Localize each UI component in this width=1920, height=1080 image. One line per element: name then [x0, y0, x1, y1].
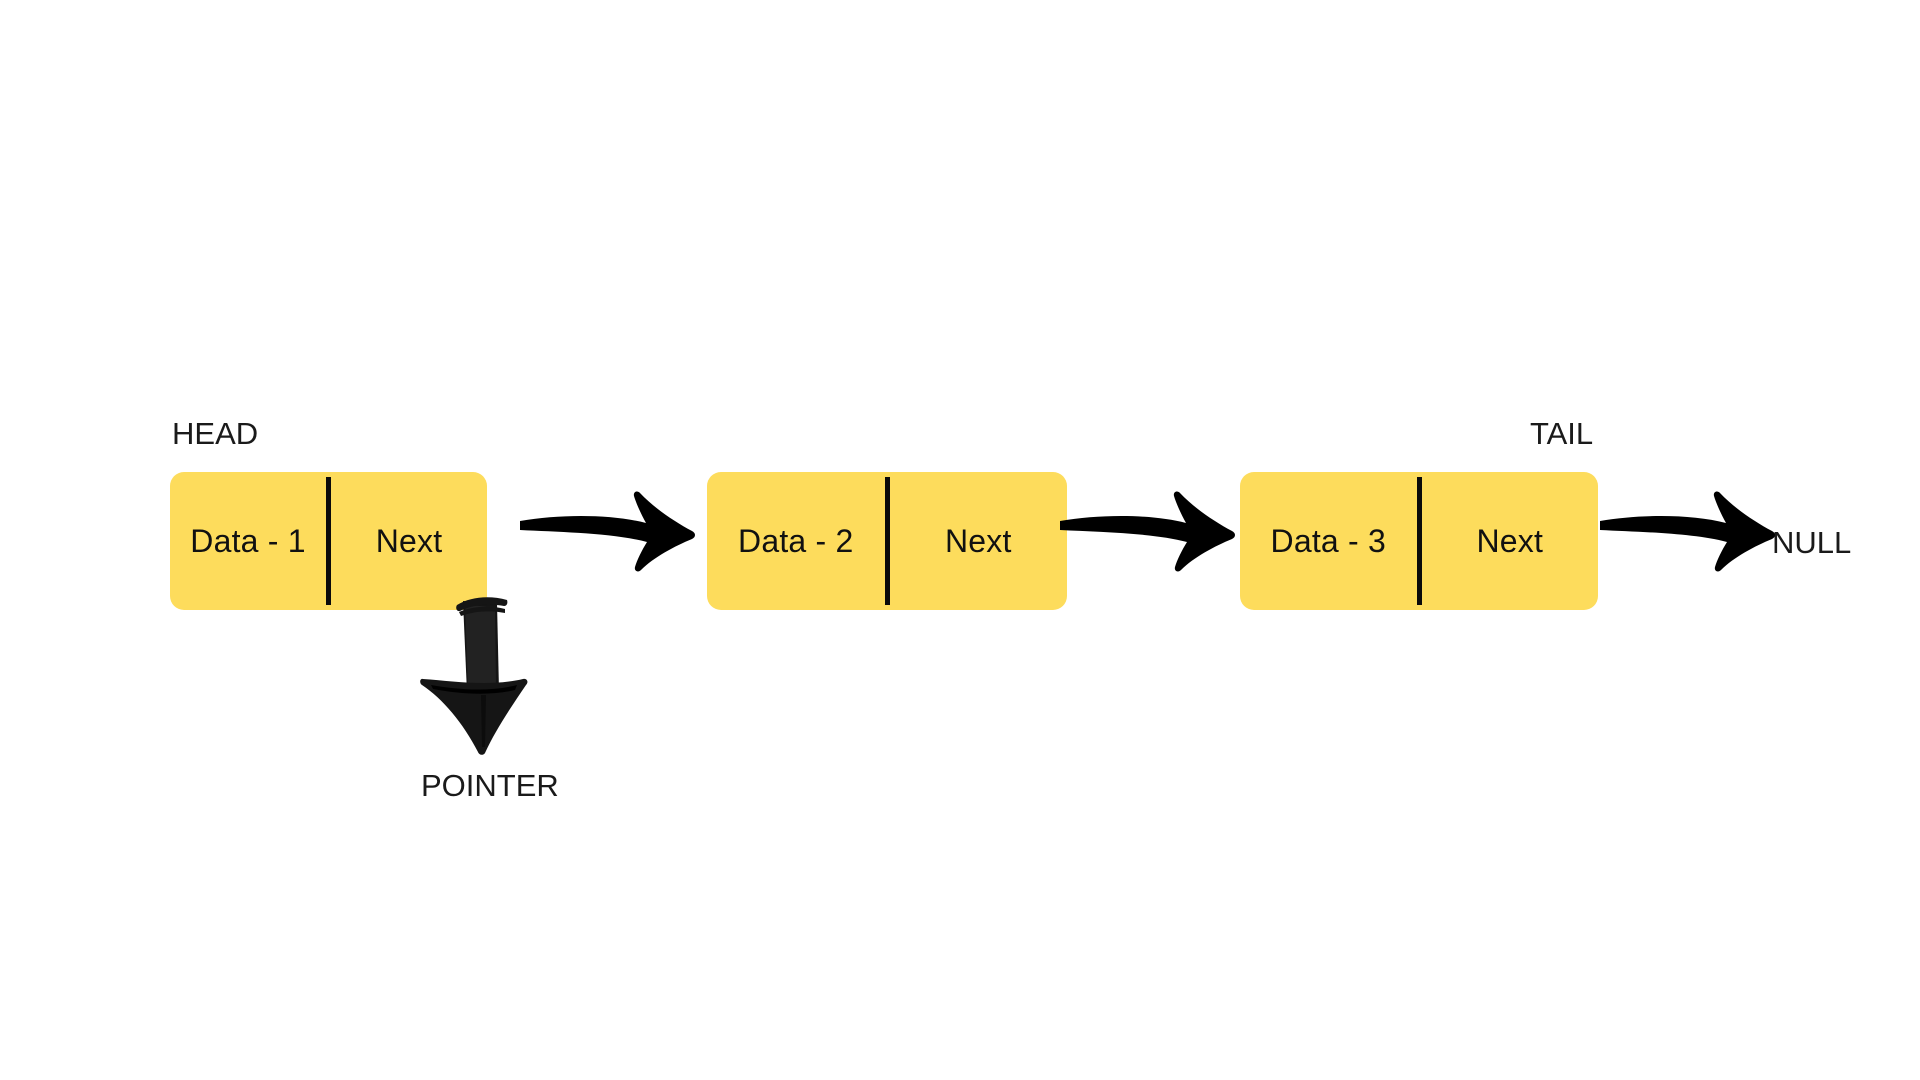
arrow-node1-to-node2-icon	[520, 491, 695, 572]
null-label: NULL	[1772, 525, 1852, 560]
head-label: HEAD	[172, 416, 259, 451]
node-3-data-cell: Data - 3	[1270, 523, 1386, 559]
node-2-divider	[884, 477, 890, 605]
node-3-divider	[1416, 477, 1422, 605]
list-node-2: Data - 2 Next	[707, 472, 1067, 610]
list-node-1: Data - 1 Next	[170, 472, 487, 610]
arrow-node3-to-null-icon	[1600, 491, 1775, 572]
node-1-divider	[326, 477, 331, 605]
node-1-next-cell: Next	[375, 523, 443, 559]
node-2-next-cell: Next	[944, 523, 1012, 559]
list-node-3: Data - 3 Next	[1240, 472, 1598, 610]
tail-label: TAIL	[1530, 416, 1594, 451]
node-3-next-cell: Next	[1476, 523, 1544, 559]
node-2-data-cell: Data - 2	[738, 523, 854, 559]
arrow-node2-to-node3-icon	[1060, 491, 1235, 572]
pointer-label: POINTER	[421, 768, 559, 803]
pointer-arrow-icon	[420, 597, 528, 755]
node-1-data-cell: Data - 1	[190, 523, 306, 559]
